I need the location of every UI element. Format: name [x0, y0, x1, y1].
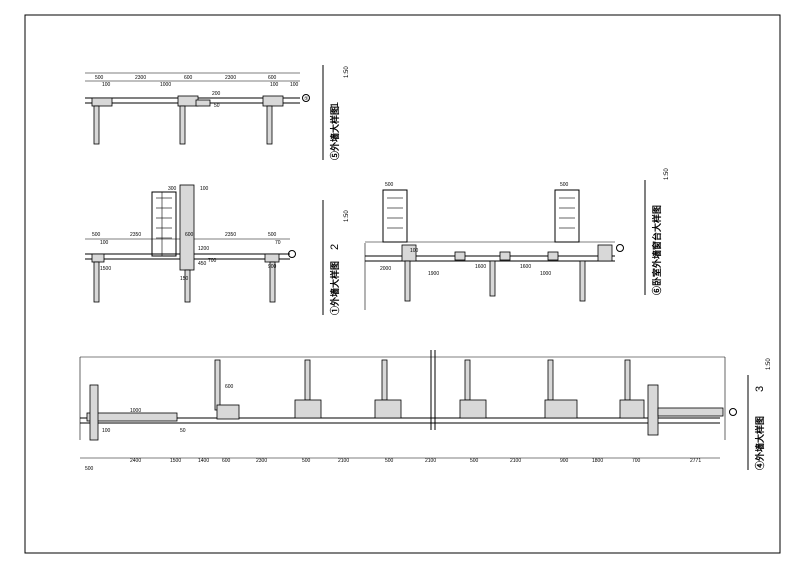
detail-3-wall-section	[79, 350, 737, 459]
dim-1-4: 600	[268, 75, 277, 81]
axis-marker-1: ⑤	[304, 96, 309, 102]
title-3-number: 3	[754, 386, 766, 392]
title-1-label: ⑤外墙大样图	[329, 106, 340, 160]
dim-4-5: 100	[410, 248, 419, 254]
dim-3-16: 1000	[130, 408, 141, 414]
dim-2-6: 1500	[100, 266, 111, 272]
dim-3-12: 900	[560, 458, 569, 464]
dim-3-11: 2100	[510, 458, 521, 464]
dim-2-9: 450	[198, 261, 207, 267]
dim-2-0: 500	[92, 232, 101, 238]
dim-3-5: 2300	[256, 458, 267, 464]
dim-3-6: 500	[302, 458, 311, 464]
dim-2-12: 70	[275, 240, 281, 246]
dim-1-8: 100	[270, 82, 279, 88]
dim-1-3: 2300	[225, 75, 236, 81]
title-1-scale: 1:50	[344, 66, 350, 78]
dim-1-6: 1000	[160, 82, 171, 88]
title-2-label: ①外墙大样图	[329, 261, 340, 315]
dim-2-3: 2350	[225, 232, 236, 238]
title-2-number: 2	[329, 244, 341, 250]
dim-3-19: 100	[102, 428, 111, 434]
dim-4-3: 1600	[520, 264, 531, 270]
dim-4-2: 1900	[428, 271, 439, 277]
dim-2-5: 100	[100, 240, 109, 246]
title-3-scale: 1:50	[766, 358, 772, 370]
dim-3-1: 2400	[130, 458, 141, 464]
dim-3-17: 600	[225, 384, 234, 390]
dim-2-14: 900	[268, 264, 277, 270]
dim-2-4: 500	[268, 232, 277, 238]
dim-1-5: 100	[102, 82, 111, 88]
dim-1-1: 2300	[135, 75, 146, 81]
dim-3-7: 2100	[338, 458, 349, 464]
dim-3-15: 2771	[690, 458, 701, 464]
dim-1-7: 50	[214, 103, 220, 109]
dim-2-10: 700	[208, 258, 217, 264]
dim-1-0: 500	[95, 75, 104, 81]
dim-2-11: 1200	[198, 246, 209, 252]
dim-1-2: 600	[184, 75, 193, 81]
title-1-number: 1	[329, 102, 341, 108]
title-3-label: ④外墙大样图	[754, 416, 765, 470]
dim-2-7: 300	[168, 186, 177, 192]
dim-2-1: 2350	[130, 232, 141, 238]
dim-3-0: 500	[85, 466, 94, 472]
dim-2-8: 100	[200, 186, 209, 192]
dim-3-4: 600	[222, 458, 231, 464]
dim-1-9: 200	[212, 91, 221, 97]
dim-3-13: 1800	[592, 458, 603, 464]
title-2-scale: 1:50	[344, 210, 350, 222]
dim-3-2: 1500	[170, 458, 181, 464]
dim-1-10: 100	[290, 82, 299, 88]
detail-4-wall-section	[364, 189, 624, 310]
dim-4-0: 500	[385, 182, 394, 188]
drawing-frame	[24, 14, 781, 554]
dim-3-14: 700	[632, 458, 641, 464]
dim-4-1: 1600	[475, 264, 486, 270]
dim-3-3: 1400	[198, 458, 209, 464]
dim-4-7: 2000	[380, 266, 391, 272]
title-4-scale: 1:50	[664, 168, 670, 180]
dim-4-4: 500	[560, 182, 569, 188]
detail-1-wall-section: ⑤	[85, 72, 310, 145]
dim-2-2: 600	[185, 232, 194, 238]
dim-3-8: 500	[385, 458, 394, 464]
dim-4-6: 1000	[540, 271, 551, 277]
dim-2-13: 150	[180, 276, 189, 282]
detail-2-wall-section	[85, 184, 296, 303]
dim-3-9: 2100	[425, 458, 436, 464]
title-4-label: ⑥卧室外墙窗台大样图	[651, 205, 662, 295]
dim-3-18: 50	[180, 428, 186, 434]
dim-3-10: 500	[470, 458, 479, 464]
